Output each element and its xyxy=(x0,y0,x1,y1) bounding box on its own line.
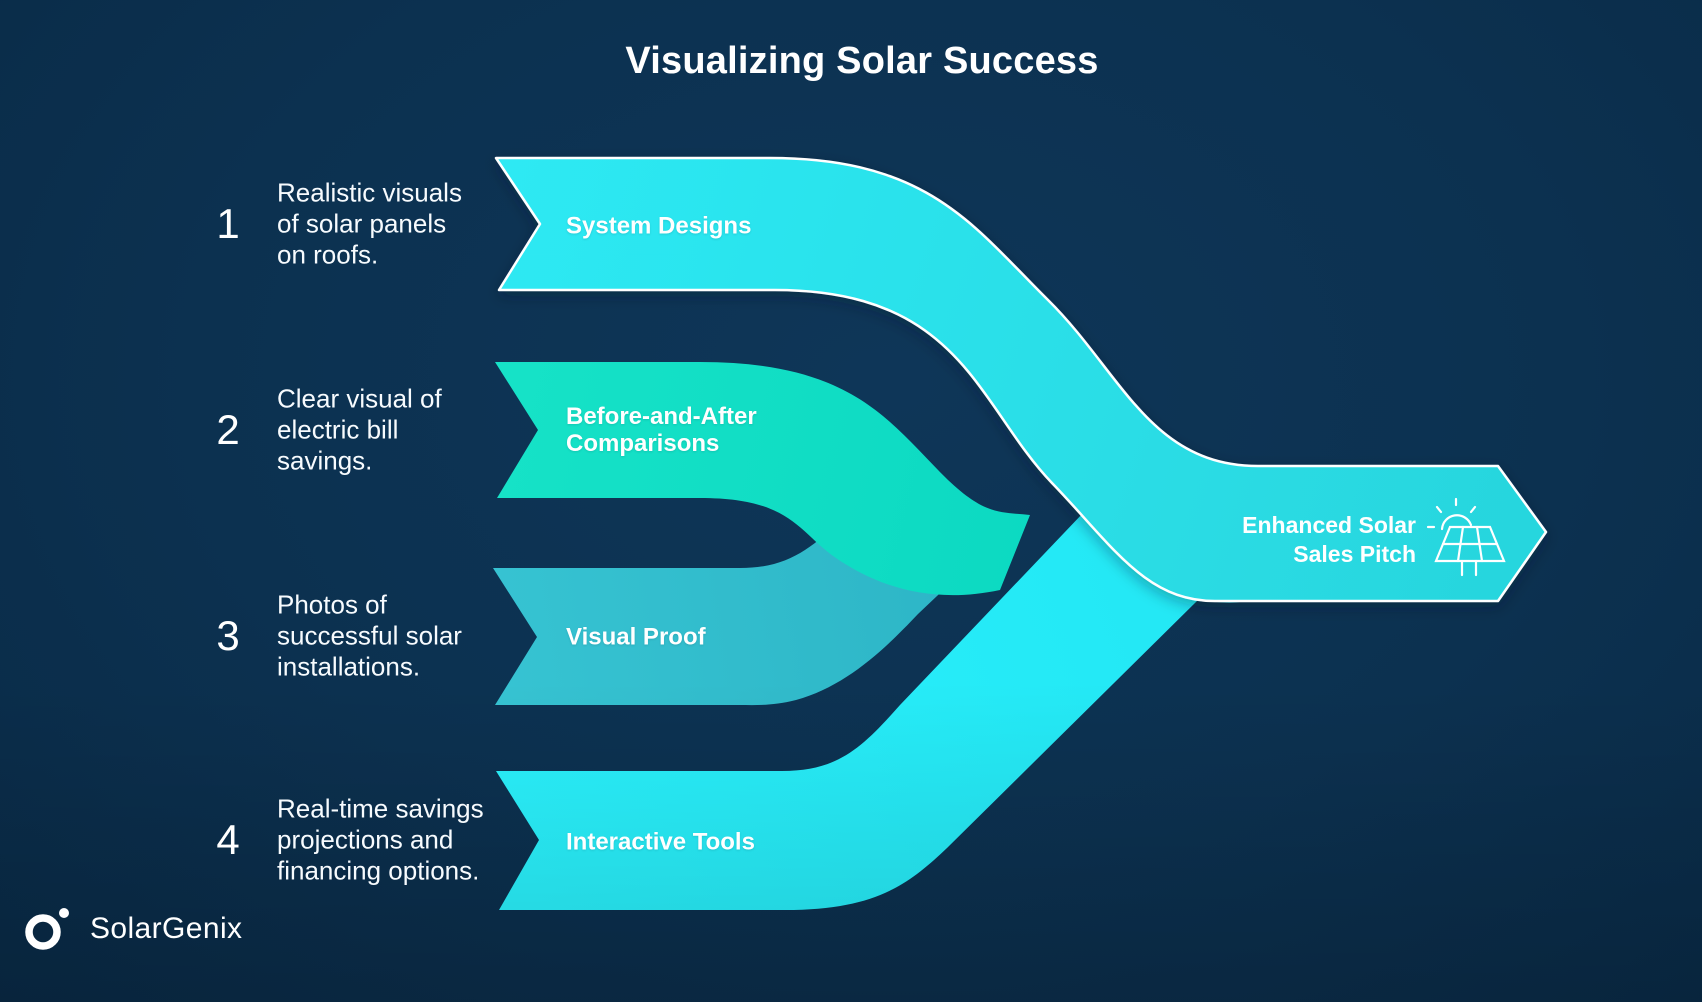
page-title: Visualizing Solar Success xyxy=(625,40,1099,82)
brand-logo: SolarGenix xyxy=(22,903,242,955)
brand-name: SolarGenix xyxy=(90,912,243,945)
step-3-description: Photos of successful solar installations… xyxy=(277,589,462,682)
band-label-visual-proof: Visual Proof xyxy=(566,623,706,651)
solar-panel-sun-icon xyxy=(1426,497,1506,577)
step-2-number: 2 xyxy=(216,406,240,453)
band-label-before-after: Before-and-After Comparisons xyxy=(566,403,757,457)
step-4-number: 4 xyxy=(216,816,240,863)
step-1-description: Realistic visuals of solar panels on roo… xyxy=(277,177,462,270)
result-label: Enhanced Solar Sales Pitch xyxy=(1242,512,1416,567)
step-4-description: Real-time savings projections and financ… xyxy=(277,793,484,886)
band-interactive-tools-ribbon xyxy=(496,512,1240,910)
band-label-interactive-tools: Interactive Tools xyxy=(566,828,755,856)
orbit-dot-logo-icon xyxy=(25,908,69,950)
step-2-description: Clear visual of electric bill savings. xyxy=(277,383,442,476)
band-before-after-ribbon xyxy=(495,362,1030,596)
step-1-number: 1 xyxy=(216,200,240,247)
band-label-system-designs: System Designs xyxy=(566,212,752,240)
step-3-number: 3 xyxy=(216,612,240,659)
band-system-designs-result-arrow xyxy=(494,156,1548,603)
